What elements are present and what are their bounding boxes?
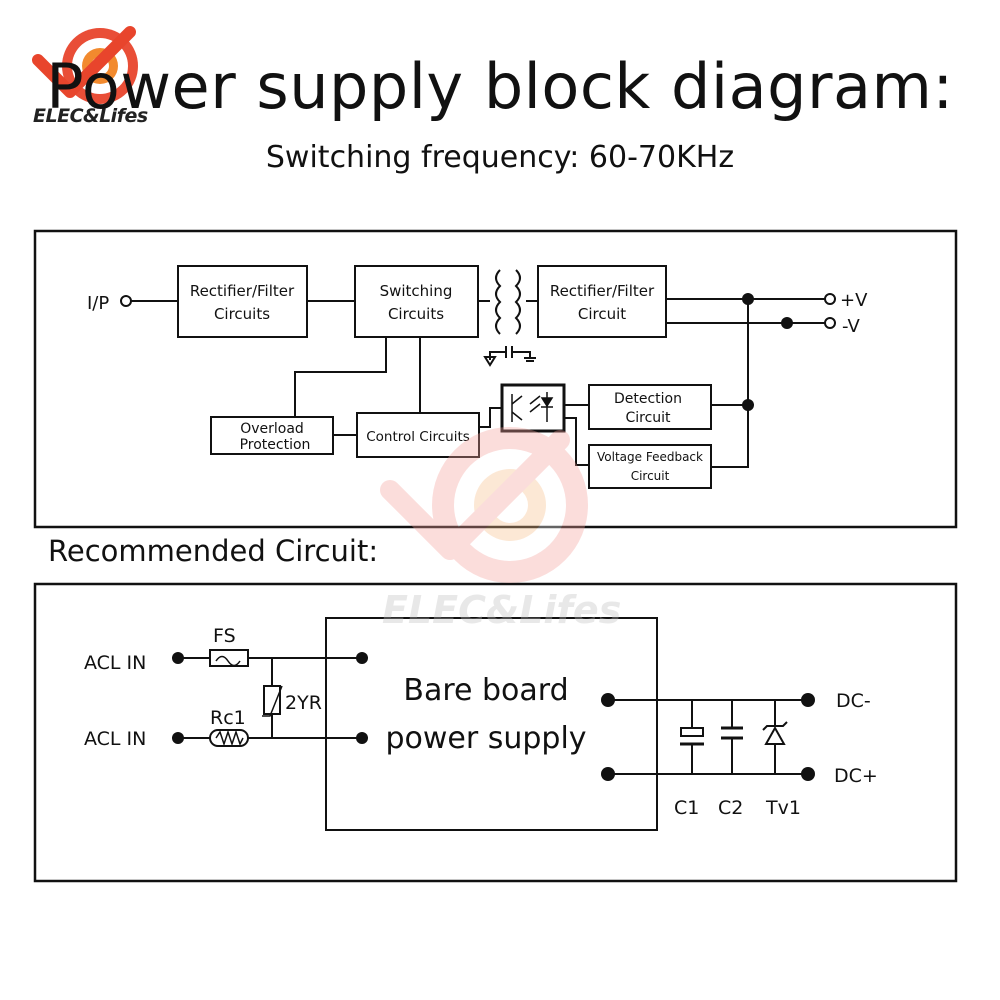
fuse-symbol [209,649,249,667]
rectifier-in-line1: Rectifier/Filter [190,282,295,300]
rectifier-out-line2: Circuit [578,305,626,323]
optocoupler-symbol [511,392,554,422]
transformer-secondary [514,269,521,335]
board-label-line2: power supply [385,721,586,756]
rectifier-out-line1: Rectifier/Filter [550,282,655,300]
board-input-terminal-1 [356,652,368,664]
brand-logo: ELEC&Lifes [30,22,160,132]
recommended-circuit-heading: Recommended Circuit: [48,534,379,568]
capacitor-c1 [680,700,704,774]
tv1-label: Tv1 [765,797,801,819]
overload-line1: Overload [240,421,304,437]
detection-block [588,384,712,430]
acl-terminal-1 [172,652,184,664]
control-label: Control Circuits [366,429,470,445]
board-output-terminal-neg [601,693,615,707]
recommended-circuit-frame [33,582,958,883]
junction-dot [781,317,793,329]
brand-logo-mark [32,26,138,104]
acl-in-label-2: ACL IN [84,728,146,750]
feedback-line1: Voltage Feedback [597,450,703,464]
block-diagram-frame [33,229,958,529]
capacitor-c2 [721,700,743,774]
pos-output-label: +V [840,290,868,311]
switching-block [354,265,479,338]
switching-line2: Circuits [388,305,444,323]
thermistor-label: Rc1 [210,707,246,729]
junction-dot [742,293,754,305]
board-label-line1: Bare board [403,673,568,708]
rectifier-filter-in-block [177,265,308,338]
acl-in-label-1: ACL IN [84,652,146,674]
bare-board-box [325,617,658,831]
input-terminal [120,295,132,307]
rectifier-in-line2: Circuits [214,305,270,323]
page-subtitle: Switching frequency: 60-70KHz [265,140,735,175]
fuse-label: FS [213,625,236,647]
dc-neg-label: DC- [836,690,871,712]
dc-neg-terminal [801,693,815,707]
input-label: I/P [87,293,109,314]
board-input-terminal-2 [356,732,368,744]
tvs-diode-tv1 [762,700,788,774]
dc-pos-label: DC+ [834,765,878,787]
dc-pos-terminal [801,767,815,781]
neg-output-label: -V [842,316,860,337]
detection-line2: Circuit [625,410,671,426]
ground-capacitor-symbol [483,346,536,367]
neg-output-terminal [824,317,836,329]
varistor-label: 2YR [285,692,322,714]
feedback-line2: Circuit [631,469,670,483]
c1-label: C1 [674,797,699,819]
junction-dot [742,399,754,411]
thermistor-symbol [209,729,249,747]
acl-terminal-2 [172,732,184,744]
transformer-primary [495,269,502,335]
page-title: Power supply block diagram: [46,50,954,123]
rectifier-filter-out-block [537,265,667,338]
c2-label: C2 [718,797,743,819]
detection-line1: Detection [614,391,682,407]
varistor-symbol [262,658,283,738]
switching-line1: Switching [380,282,453,300]
pos-output-terminal [824,293,836,305]
brand-logo-text: ELEC&Lifes [33,105,148,127]
overload-line2: Protection [240,437,311,453]
board-output-terminal-pos [601,767,615,781]
